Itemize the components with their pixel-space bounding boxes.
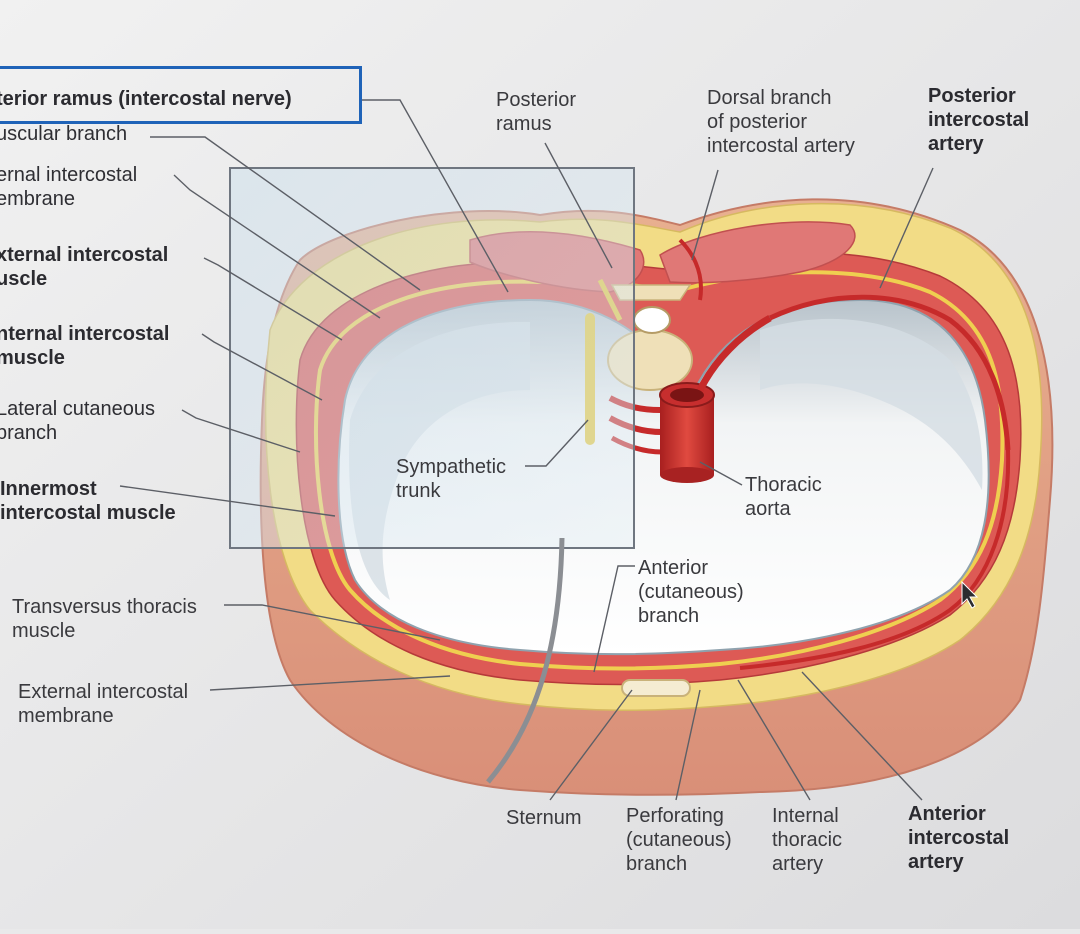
label-muscular-branch: uscular branch — [0, 123, 128, 145]
leader-anterior-cutaneous — [593, 565, 635, 673]
posterior-intercostal-artery-path — [768, 294, 1011, 451]
label-lateral-cutaneous-branch: Lateral cutaneous branch — [0, 398, 156, 444]
sternum-bone — [621, 679, 691, 697]
inset-panel-border — [229, 167, 635, 549]
leader-external-muscle — [203, 257, 343, 341]
leader-lateral-cutaneous — [181, 409, 301, 453]
label-internal-intercostal-membrane: ernal intercostal embrane — [0, 164, 138, 210]
label-transversus-thoracis: Transversus thoracis muscle — [12, 596, 197, 642]
thoracic-aorta-body — [660, 395, 714, 475]
leader-posterior-ramus — [544, 142, 613, 269]
leader-anterior-ramus — [362, 99, 509, 293]
leader-internal-muscle — [201, 333, 323, 401]
label-internal-intercostal-muscle: nternal intercostal muscle — [0, 323, 170, 369]
leader-posterior-intercostal-artery — [879, 167, 934, 289]
label-anterior-intercostal-artery: Anterior intercostal artery — [908, 803, 1010, 873]
inset-panel-fill — [230, 168, 634, 548]
highlight-box — [0, 66, 362, 124]
leader-transversus — [224, 604, 441, 641]
anterior-intercostal-artery-path — [739, 449, 1011, 670]
label-sternum: Sternum — [506, 807, 582, 829]
inset-connector — [486, 537, 565, 784]
leader-thoracic-aorta — [699, 461, 743, 486]
leader-sympathetic-trunk — [525, 419, 589, 467]
thoracic-aorta-bottom — [660, 467, 714, 483]
label-thoracic-aorta: Thoracic aorta — [745, 474, 822, 520]
label-external-intercostal-muscle: xternal intercostal uscle — [0, 244, 169, 290]
back-muscle-right — [659, 221, 856, 284]
vertebral-foramen — [633, 306, 671, 334]
leader-internal-thoracic — [737, 679, 811, 801]
dorsal-branch-artery — [678, 238, 703, 301]
label-posterior-intercostal-artery: Posterior intercostal artery — [928, 85, 1030, 155]
leader-perforating — [675, 689, 701, 801]
leader-muscular-branch — [150, 136, 421, 291]
leader-dorsal-branch — [691, 169, 719, 261]
label-perforating-branch: Perforating (cutaneous) branch — [626, 805, 732, 875]
pleura-shade-right — [760, 318, 983, 490]
leader-internal-membrane — [173, 174, 381, 319]
leader-innermost — [119, 485, 336, 517]
label-innermost-intercostal-muscle: Innermost intercostal muscle — [0, 478, 176, 524]
leader-anterior-intercostal — [801, 671, 923, 801]
label-anterior-ramus: terior ramus (intercostal nerve) — [0, 88, 292, 110]
mouse-cursor-icon — [961, 580, 979, 609]
leader-external-membrane — [209, 675, 451, 691]
thoracic-aorta-lumen — [670, 388, 704, 402]
posterior-intercostal-artery-right — [696, 314, 772, 392]
label-anterior-cutaneous-branch: Anterior (cutaneous) branch — [638, 557, 744, 627]
label-sympathetic-trunk: Sympathetic trunk — [396, 456, 507, 502]
leader-lines — [119, 99, 934, 801]
label-dorsal-branch: Dorsal branch of posterior intercostal a… — [707, 87, 855, 157]
leader-sternum — [549, 689, 633, 801]
label-external-intercostal-membrane: External intercostal membrane — [18, 681, 189, 727]
label-internal-thoracic-artery: Internal thoracic artery — [772, 805, 843, 875]
label-posterior-ramus: Posterior ramus — [496, 89, 577, 135]
